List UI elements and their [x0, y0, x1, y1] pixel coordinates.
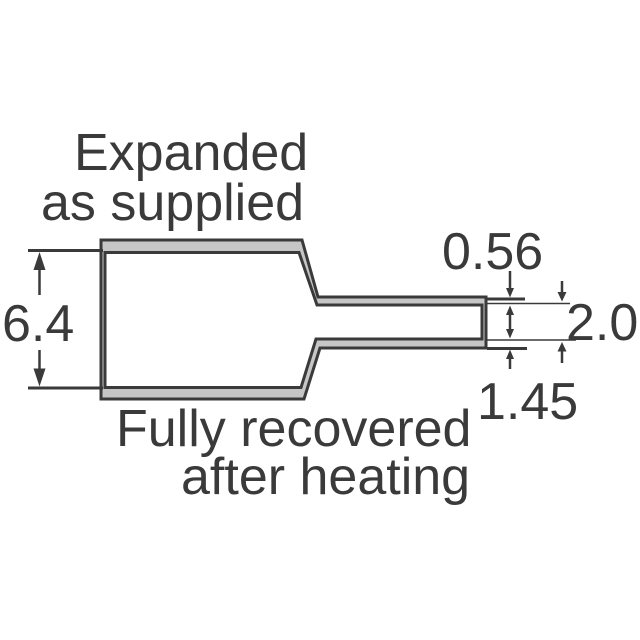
dim-expanded-id-graphics: [28, 249, 103, 390]
expanded-label-line1: Expanded: [74, 124, 309, 182]
bore-arrowhead-up-icon: [506, 305, 514, 315]
dim-wall-arrows-column: [506, 271, 514, 369]
dim-top-wall-value: 0.56: [442, 223, 544, 281]
tube-bore-shape: [103, 251, 484, 389]
dim-bottom-wall-value: 1.45: [477, 373, 579, 431]
dim-recovered-id-value: 2.0: [566, 294, 639, 352]
recovered-label-line2: after heating: [181, 448, 471, 506]
dim-64-arrowhead-up-icon: [33, 252, 46, 270]
dim-20-arrowhead-down-icon: [557, 292, 567, 302]
expanded-label-line2: as supplied: [41, 174, 305, 232]
dim-64-arrowhead-down-icon: [33, 368, 46, 387]
dim-recovered-id-graphics: [557, 281, 567, 363]
bore-arrowhead-down-icon: [506, 329, 514, 339]
recovered-label-line1: Fully recovered: [116, 400, 472, 458]
dim-20-arrowhead-up-icon: [557, 342, 567, 352]
dim-expanded-id-value: 6.4: [2, 295, 75, 353]
dim-145-arrowhead-up-icon: [506, 349, 514, 359]
extension-lines: [487, 297, 576, 350]
dim-056-arrowhead-down-icon: [506, 288, 514, 298]
